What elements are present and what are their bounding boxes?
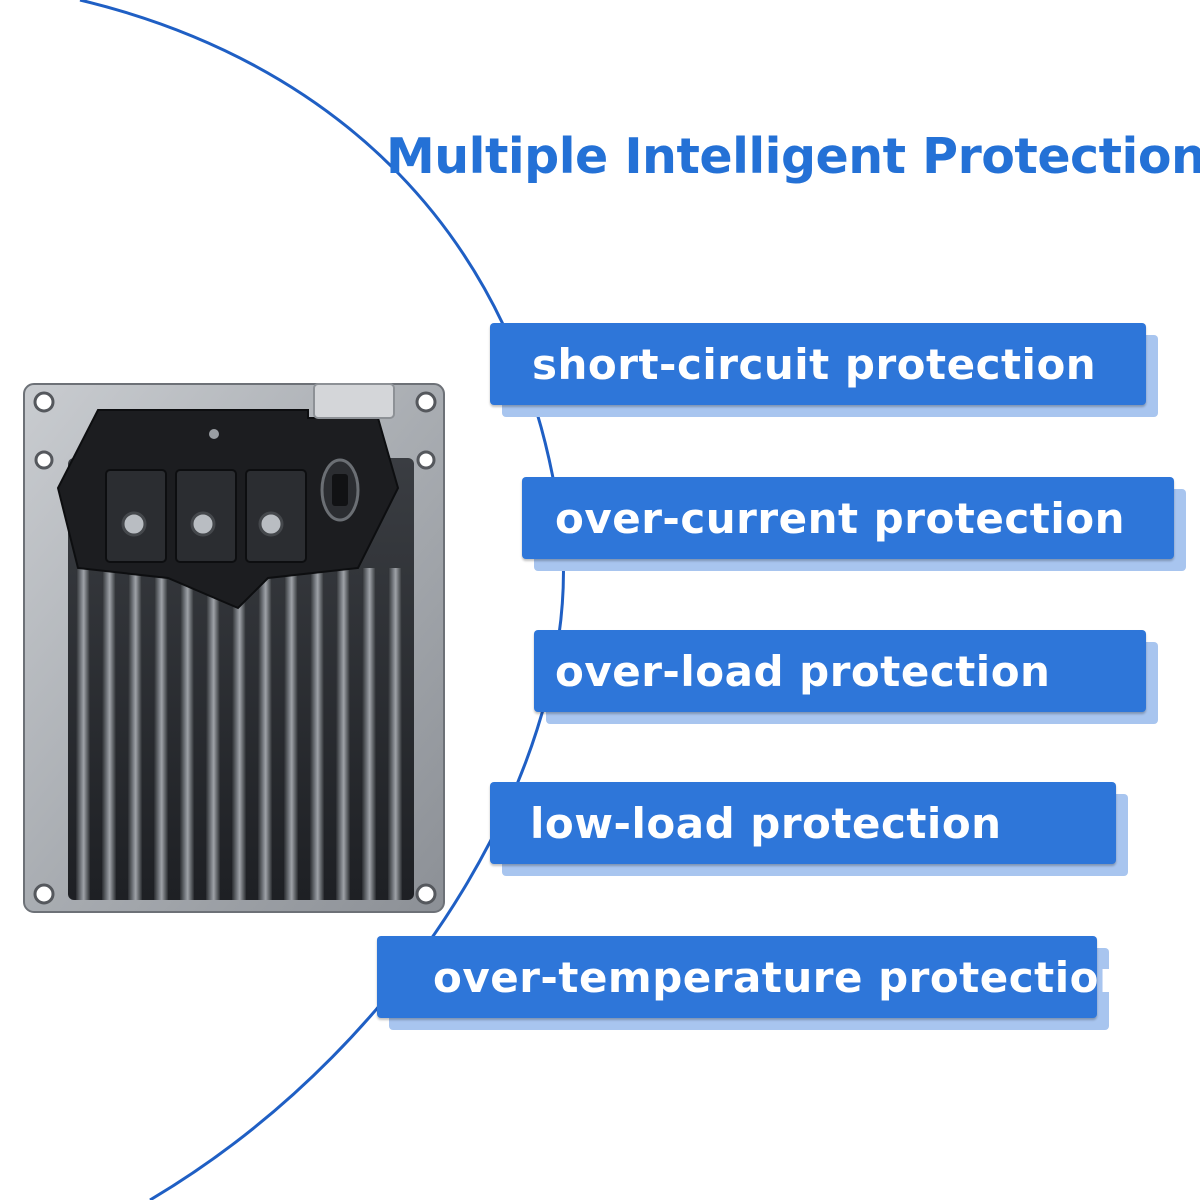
feature-label-over-current: over-current protection: [555, 493, 1125, 543]
feature-label-over-temperature: over-temperature protection: [433, 952, 1130, 1002]
banner-face: [522, 477, 1174, 559]
page-title: Multiple Intelligent Protection: [386, 128, 1200, 185]
feature-label-short-circuit: short-circuit protection: [532, 339, 1097, 389]
controller-product-image: [23, 383, 445, 913]
banner-face: [377, 936, 1097, 1018]
feature-banner-short-circuit: short-circuit protection: [490, 323, 1158, 417]
feature-banner-over-temperature: over-temperature protection: [377, 936, 1129, 1030]
feature-banner-over-load: over-load protection: [534, 630, 1158, 724]
feature-label-over-load: over-load protection: [555, 646, 1051, 696]
feature-banner-over-current: over-current protection: [522, 477, 1186, 571]
banner-face: [490, 782, 1116, 864]
feature-banner-low-load: low-load protection: [490, 782, 1128, 876]
feature-label-low-load: low-load protection: [530, 798, 1002, 848]
banner-face: [490, 323, 1146, 405]
banner-face: [534, 630, 1146, 712]
terminal-block: [56, 383, 400, 610]
